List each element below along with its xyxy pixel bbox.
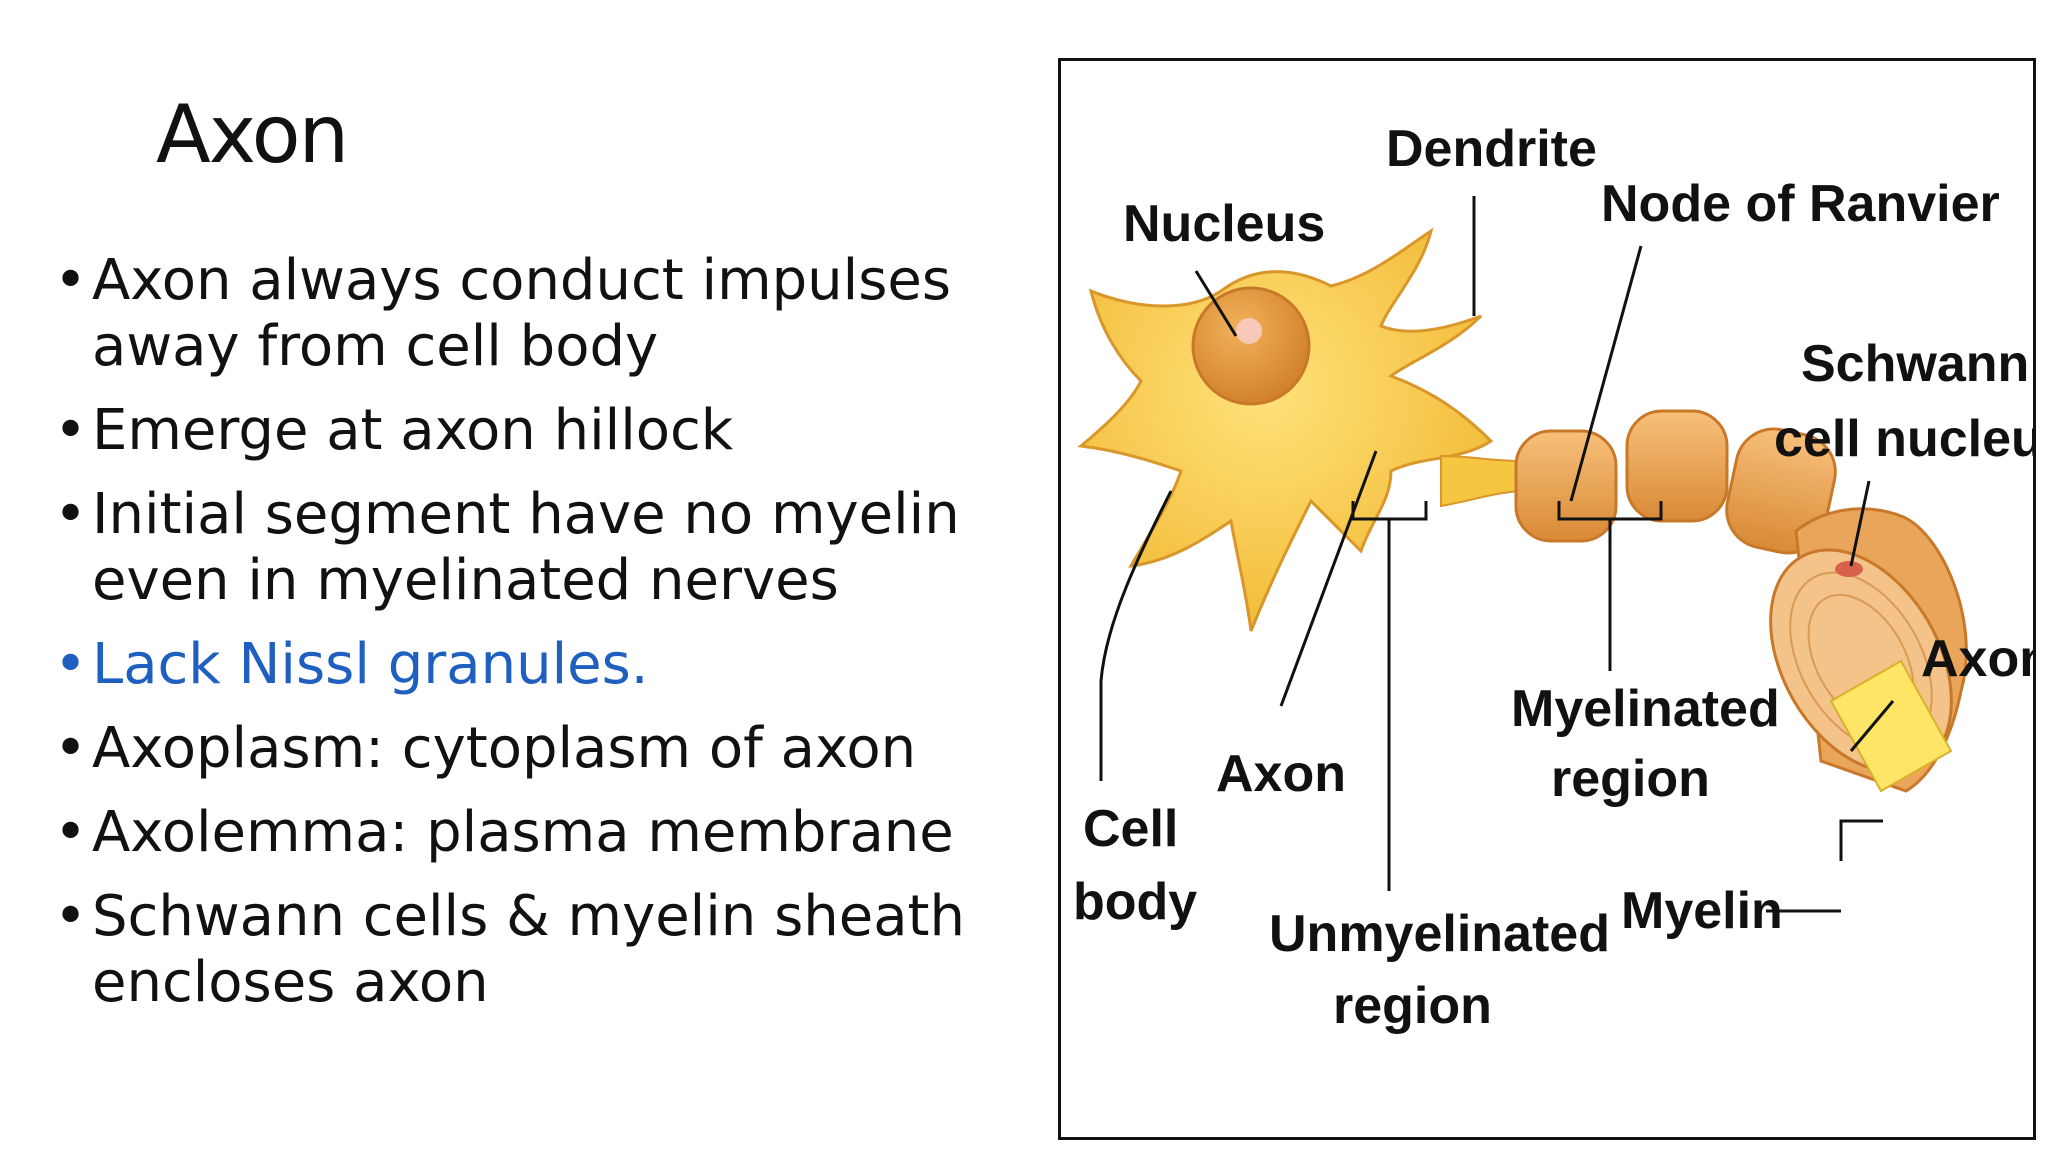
bullet-text: Axoplasm: cytoplasm of axon [92,716,917,781]
bullet-list: •Axon always conduct impulses away from … [50,248,1010,1034]
axon-hillock-shape [1440,454,1522,508]
leader-line-axon-right [1849,700,1895,752]
label-unmyelinated-line2: region [1333,977,1492,1035]
label-myelinated-line2: region [1551,750,1710,808]
bullet-text: Axolemma: plasma membrane [92,800,954,865]
leader-line-cell-body [1099,490,1173,781]
neuron-diagram-frame: Dendrite Nucleus Node of Ranvier Schwann… [1058,58,2036,1140]
nucleolus-shape [1236,318,1262,344]
cell-body-shape [1077,227,1494,632]
bullet-dot: • [54,482,88,547]
bullet-item: •Initial segment have no myelin even in … [50,482,1010,614]
bullet-text: Axon always conduct impulses away from c… [92,248,952,379]
bullet-item: •Axoplasm: cytoplasm of axon [50,716,1010,782]
bullet-item: •Axon always conduct impulses away from … [50,248,1010,380]
leader-line-schwann [1849,480,1871,567]
label-dendrite: Dendrite [1386,120,1597,178]
leader-line-node [1569,245,1643,502]
label-nucleus: Nucleus [1123,195,1325,253]
myelin-segment [1625,409,1729,523]
nucleus-shape [1191,286,1311,406]
bullet-dot: • [54,884,88,949]
schwann-nucleus-shape [1835,561,1863,577]
label-schwann-line1: Schwann [1801,335,2029,393]
bullet-dot: • [54,632,88,697]
slide-title: Axon [156,88,349,181]
bullet-text: Emerge at axon hillock [92,398,734,463]
axon-core-shape [1829,659,1953,793]
label-myelinated-line1: Myelinated [1511,680,1780,738]
bullet-item: •Axolemma: plasma membrane [50,800,1010,866]
neuron-diagram: Dendrite Nucleus Node of Ranvier Schwann… [1073,120,2033,1035]
bullet-dot: • [54,716,88,781]
label-cell-line1: Cell [1083,800,1178,858]
leader-line-nucleus [1194,270,1238,337]
label-axon-center: Axon [1216,745,1346,803]
bullet-item: •Schwann cells & myelin sheath encloses … [50,884,1010,1016]
label-myelin: Myelin [1621,882,1783,940]
bullet-dot: • [54,248,88,313]
bullet-dot: • [54,398,88,463]
label-node-of-ranvier: Node of Ranvier [1601,175,2000,233]
bullet-item-highlighted: •Lack Nissl granules. [50,632,1010,698]
label-schwann-line2: cell nucleus [1774,410,2033,468]
bullet-text: Initial segment have no myelin even in m… [92,482,960,613]
bracket-myelin [1839,819,1883,861]
leader-line-axon-center [1279,450,1378,707]
bullet-text: Schwann cells & myelin sheath encloses a… [92,884,965,1015]
label-axon-right: Axon [1921,630,2033,688]
label-cell-line2: body [1073,873,1197,931]
bullet-item: •Emerge at axon hillock [50,398,1010,464]
bullet-text: Lack Nissl granules. [92,632,649,697]
myelin-segment [1514,429,1618,543]
bullet-dot: • [54,800,88,865]
label-unmyelinated-line1: Unmyelinated [1269,905,1610,963]
